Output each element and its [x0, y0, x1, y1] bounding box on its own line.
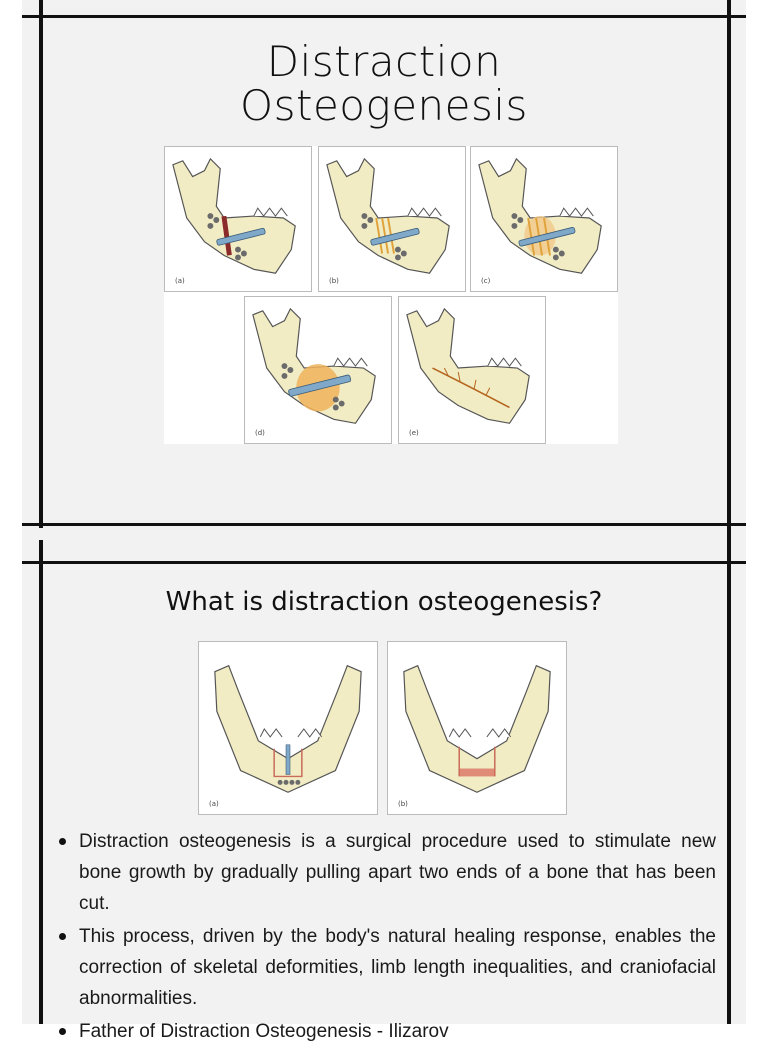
frame-top-line: [22, 15, 746, 18]
jaw-figure-a-label: (a): [209, 800, 219, 808]
jaw-front-b-illustration: [403, 664, 551, 793]
mandible-figure-b: (b): [318, 146, 466, 292]
title-line-1: Distraction: [266, 37, 502, 86]
jaw-figure-b-label: (b): [398, 800, 408, 808]
title-line-2: Osteogenesis: [240, 81, 528, 130]
definition-bullet-list: Distraction osteogenesis is a surgical p…: [58, 826, 716, 1049]
mandible-b-illustration: [326, 157, 450, 274]
mandible-figure-e: (e): [398, 296, 546, 444]
bullet-item: Distraction osteogenesis is a surgical p…: [58, 826, 716, 919]
mandible-c-illustration: [478, 157, 602, 274]
bullet-item: This process, driven by the body's natur…: [58, 921, 716, 1014]
frame-divider-line: [22, 523, 746, 526]
mandible-a-illustration: [172, 157, 296, 274]
figure-c-label: (c): [481, 277, 491, 285]
figure-a-label: (a): [175, 277, 185, 285]
bullet-item: Father of Distraction Osteogenesis - Ili…: [58, 1016, 716, 1047]
frame-right-line: [727, 0, 731, 545]
jaw-front-a-illustration: [214, 664, 362, 793]
frame-left-line-2: [39, 540, 43, 1024]
mandible-figure-a: (a): [164, 146, 312, 292]
frame-left-line: [39, 0, 43, 528]
mandible-figure-d: (d): [244, 296, 392, 444]
section-heading: What is distraction osteogenesis?: [165, 587, 603, 617]
jaw-front-figure-a: (a): [198, 641, 378, 815]
mandible-e-illustration: [406, 307, 530, 424]
mandible-d-illustration: [252, 307, 376, 424]
jaw-front-figure-b: (b): [387, 641, 567, 815]
figure-e-label: (e): [409, 429, 419, 437]
frame-right-line-2: [727, 545, 731, 1024]
figure-b-label: (b): [329, 277, 339, 285]
mandible-figure-c: (c): [470, 146, 618, 292]
figure-d-label: (d): [255, 429, 265, 437]
frame-section2-top-line: [22, 561, 746, 564]
slide-title: Distraction Osteogenesis: [0, 40, 768, 128]
